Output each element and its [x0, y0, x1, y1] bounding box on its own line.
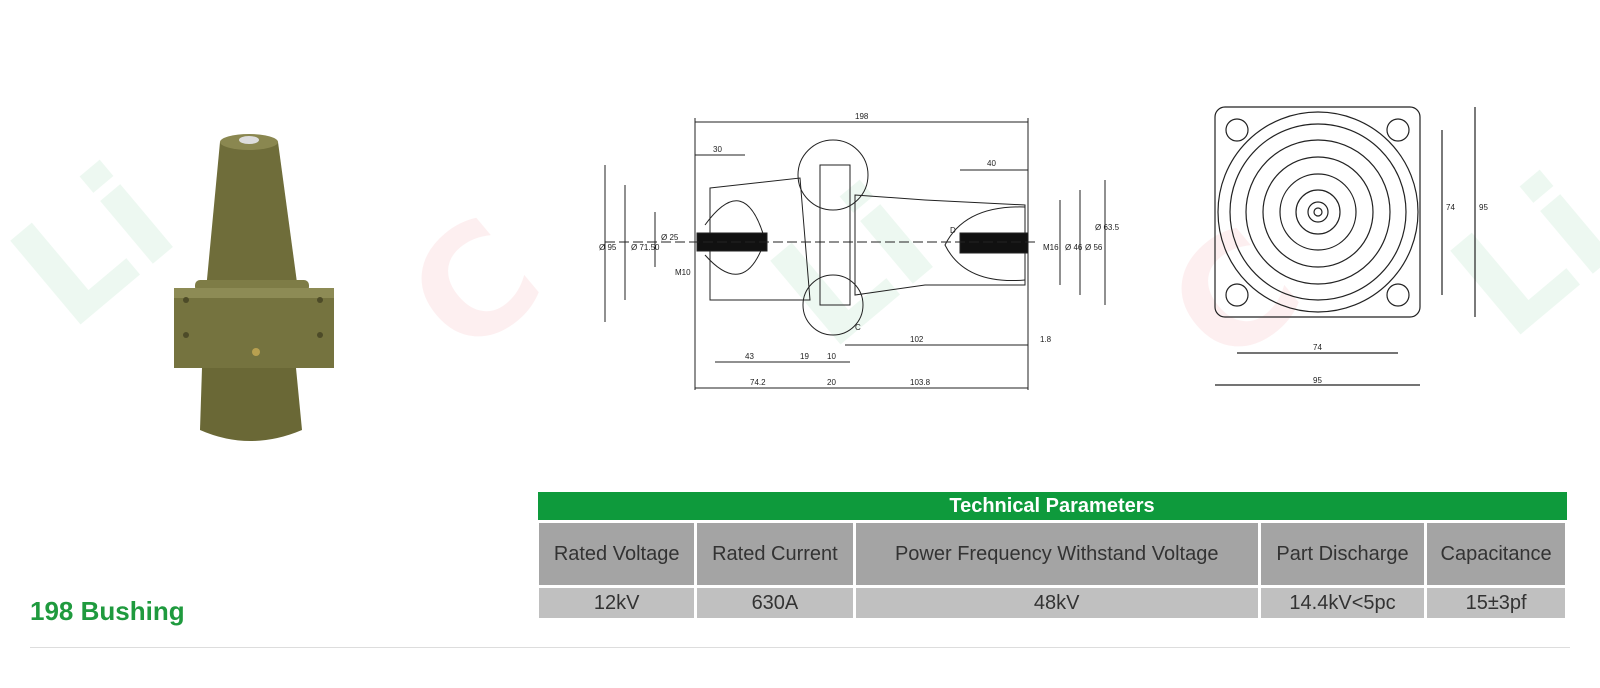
product-title: 198 Bushing: [30, 596, 185, 626]
header-cell: Rated Voltage: [535, 520, 698, 588]
dim-label: Ø 46: [1065, 243, 1083, 252]
table-row: 12kV 630A 48kV 14.4kV<5pc 15±3pf: [535, 585, 1568, 621]
dim-label: 95: [1479, 203, 1488, 212]
dim-label: Ø 56: [1085, 243, 1103, 252]
dim-label: 74: [1446, 203, 1455, 212]
header-cell: Rated Current: [694, 520, 856, 588]
header-cell: Part Discharge: [1257, 520, 1428, 588]
dim-label: 1.8: [1040, 335, 1052, 344]
dim-label: 102: [910, 335, 924, 344]
dim-label: 74.2: [750, 378, 766, 387]
dim-label: 40: [987, 159, 996, 168]
value-cell: 630A: [694, 585, 856, 621]
side-view-drawing: 198 D 30 40 Ø 95 Ø 71.50 Ø 25 M10 M16 Ø …: [595, 100, 1135, 400]
dim-label: 198: [855, 112, 869, 121]
dim-label: 103.8: [910, 378, 931, 387]
dim-label: 95: [1313, 376, 1322, 385]
table-header-row: Rated Voltage Rated Current Power Freque…: [535, 520, 1568, 588]
dim-label: 30: [713, 145, 722, 154]
dim-label: Ø 71.50: [631, 243, 660, 252]
dim-label: 74: [1313, 343, 1322, 352]
dim-label: 10: [827, 352, 836, 361]
dim-label: 43: [745, 352, 754, 361]
watermark-logo: C: [376, 184, 574, 390]
header-cell: Capacitance: [1424, 520, 1568, 588]
dim-label: Ø 95: [599, 243, 617, 252]
dim-label: M10: [675, 268, 691, 277]
dim-label: D: [950, 226, 956, 235]
table-title: Technical Parameters: [537, 492, 1567, 522]
dim-label: Ø 63.5: [1095, 223, 1120, 232]
technical-parameters-table: Technical Parameters Rated Voltage Rated…: [535, 492, 1568, 621]
header-cell: Power Frequency Withstand Voltage: [852, 520, 1261, 588]
dim-label: M16: [1043, 243, 1059, 252]
dim-label: 20: [827, 378, 836, 387]
dim-label: Ø 25: [661, 233, 679, 242]
divider: [30, 647, 1570, 648]
value-cell: 14.4kV<5pc: [1257, 585, 1428, 621]
product-photo: [170, 130, 340, 460]
value-cell: 15±3pf: [1424, 585, 1568, 621]
front-view-drawing: 74 95 74 95: [1210, 95, 1500, 395]
dim-label: 19: [800, 352, 809, 361]
dim-label: C: [855, 323, 861, 332]
value-cell: 48kV: [852, 585, 1261, 621]
value-cell: 12kV: [535, 585, 698, 621]
